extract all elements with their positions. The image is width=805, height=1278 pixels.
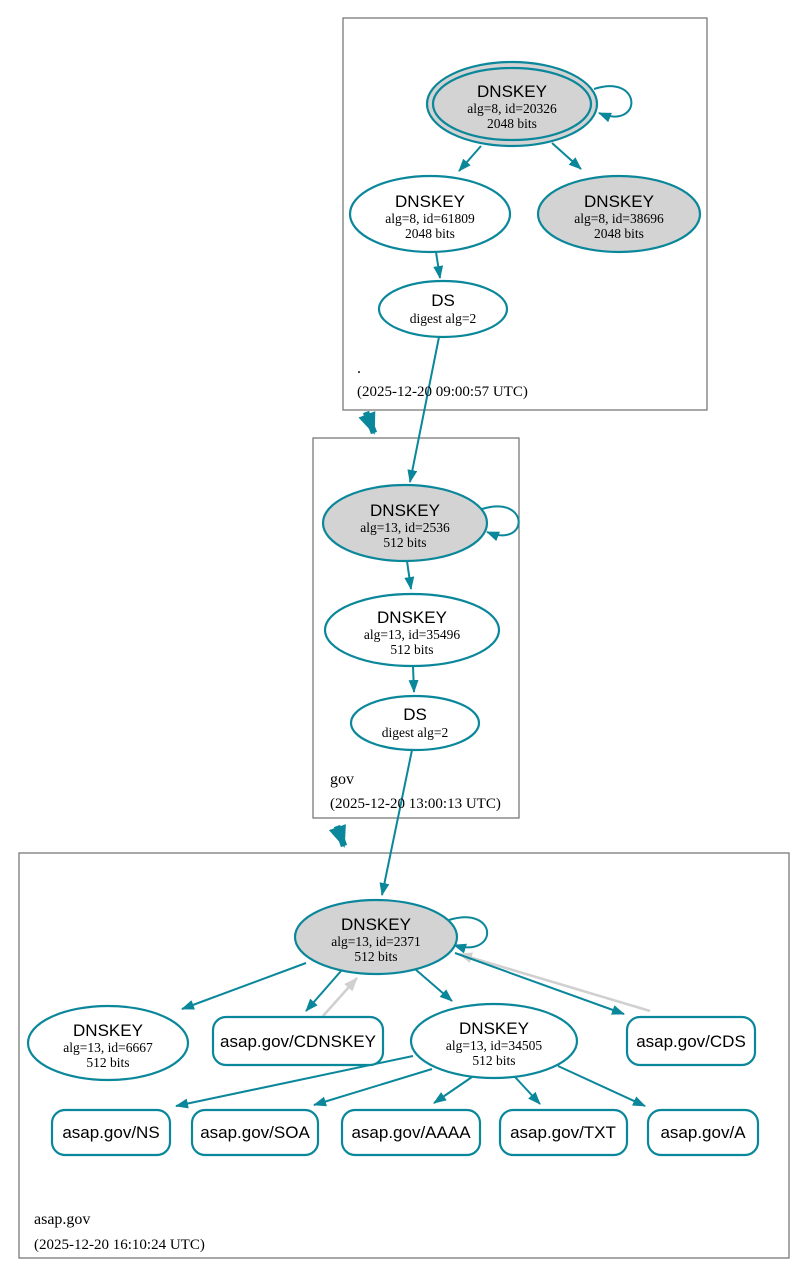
edge-root-ds-to-gov-ksk — [407, 336, 440, 483]
node-gov-ksk-dnskey-2536[interactable]: DNSKEY alg=13, id=2536 512 bits — [321, 483, 489, 563]
node-title: DNSKEY — [73, 1021, 143, 1040]
dnskey-ellipse — [321, 483, 489, 563]
node-root-ksk-dnskey-20326[interactable]: DNSKEY alg=8, id=20326 2048 bits — [425, 60, 599, 148]
edge-root-ksk-self-loop — [593, 85, 633, 123]
node-root-ds[interactable]: DS digest alg=2 — [377, 279, 509, 339]
node-detail-alg: alg=13, id=35496 — [364, 627, 460, 642]
node-root-dnskey-38696[interactable]: DNSKEY alg=8, id=38696 2048 bits — [536, 174, 702, 254]
edge-cds-to-asap-ksk — [458, 952, 651, 1013]
node-title: DNSKEY — [370, 501, 440, 520]
rrset-rect — [340, 1108, 482, 1157]
node-asap-ksk-dnskey-2371[interactable]: DNSKEY alg=13, id=2371 512 bits — [293, 898, 459, 976]
edge-root-ksk-to-key-38696 — [551, 142, 582, 170]
node-detail-alg: alg=8, id=61809 — [385, 211, 475, 226]
zone-label-root: . — [357, 360, 361, 377]
node-detail-bits: 512 bits — [390, 642, 433, 657]
node-detail-bits: 512 bits — [472, 1053, 515, 1068]
node-detail-bits: 512 bits — [383, 535, 426, 550]
rrset-rect — [211, 1015, 385, 1067]
edge-asap-ksk-self-loop — [448, 916, 489, 954]
node-asap-soa[interactable]: asap.gov/SOA — [190, 1108, 320, 1157]
ds-ellipse — [349, 694, 481, 752]
node-detail-digest: digest alg=2 — [410, 311, 476, 326]
edge-asap-ksk-to-cdnskey — [305, 970, 342, 1012]
rrset-label: asap.gov/A — [660, 1123, 746, 1142]
dnskey-ellipse — [536, 174, 702, 254]
node-detail-alg: alg=8, id=38696 — [574, 211, 664, 226]
rrset-label: asap.gov/SOA — [200, 1123, 310, 1142]
node-detail-bits: 2048 bits — [487, 116, 537, 131]
edge-gov-zone-to-asap-zone — [328, 824, 348, 848]
edge-asap-ksk-to-key-6667 — [181, 962, 307, 1010]
rrset-rect — [498, 1108, 629, 1157]
edge-asap-zsk-to-txt — [514, 1076, 541, 1105]
node-asap-zsk-dnskey-34505[interactable]: DNSKEY alg=13, id=34505 512 bits — [409, 1002, 579, 1080]
edge-root-zone-to-gov-zone — [358, 410, 378, 435]
edge-asap-zsk-to-soa — [313, 1068, 433, 1107]
node-asap-ns[interactable]: asap.gov/NS — [50, 1108, 172, 1157]
node-asap-txt[interactable]: asap.gov/TXT — [498, 1108, 629, 1157]
node-asap-cds[interactable]: asap.gov/CDS — [625, 1015, 757, 1067]
edge-asap-ksk-to-zsk — [414, 968, 453, 1002]
node-title: DNSKEY — [395, 192, 465, 211]
node-title: DNSKEY — [477, 82, 547, 101]
rrset-label: asap.gov/AAAA — [351, 1123, 471, 1142]
dnskey-ellipse-outer — [425, 60, 599, 148]
node-title: DS — [403, 705, 427, 724]
rrset-label: asap.gov/CDS — [636, 1032, 746, 1051]
edge-root-ksk-to-zsk — [458, 145, 482, 172]
node-root-zsk-dnskey-61809[interactable]: DNSKEY alg=8, id=61809 2048 bits — [348, 174, 512, 254]
node-gov-zsk-dnskey-35496[interactable]: DNSKEY alg=13, id=35496 512 bits — [323, 592, 501, 668]
rrset-rect — [50, 1108, 172, 1157]
node-detail-bits: 512 bits — [86, 1055, 129, 1070]
node-gov-ds[interactable]: DS digest alg=2 — [349, 694, 481, 752]
edge-root-zsk-to-ds — [433, 251, 444, 279]
dnskey-ellipse — [26, 1004, 190, 1082]
ds-ellipse — [377, 279, 509, 339]
node-title: DNSKEY — [341, 915, 411, 934]
dnskey-ellipse — [348, 174, 512, 254]
edge-asap-ksk-to-cds — [454, 952, 625, 1015]
rrset-label: asap.gov/CDNSKEY — [220, 1032, 376, 1051]
zone-label-asap-gov: asap.gov — [34, 1211, 90, 1228]
node-detail-digest: digest alg=2 — [382, 725, 448, 740]
node-asap-aaaa[interactable]: asap.gov/AAAA — [340, 1108, 482, 1157]
rrset-rect — [190, 1108, 320, 1157]
zone-label-gov: gov — [330, 771, 354, 788]
dnskey-ellipse-inner — [431, 66, 593, 142]
node-detail-alg: alg=13, id=34505 — [446, 1038, 542, 1053]
node-title: DNSKEY — [459, 1019, 529, 1038]
rrset-label: asap.gov/TXT — [510, 1123, 616, 1142]
dnskey-ellipse — [293, 898, 459, 976]
rrset-label: asap.gov/NS — [62, 1123, 159, 1142]
dnskey-ellipse — [409, 1002, 579, 1080]
dnskey-ellipse — [323, 592, 501, 668]
edge-asap-zsk-to-aaaa — [433, 1076, 473, 1104]
edge-gov-ksk-to-zsk — [404, 560, 415, 590]
node-detail-bits: 2048 bits — [594, 226, 644, 241]
node-detail-alg: alg=13, id=6667 — [63, 1040, 153, 1055]
node-detail-alg: alg=8, id=20326 — [467, 101, 557, 116]
node-asap-dnskey-6667[interactable]: DNSKEY alg=13, id=6667 512 bits — [26, 1004, 190, 1082]
node-detail-alg: alg=13, id=2371 — [331, 934, 420, 949]
node-title: DNSKEY — [584, 192, 654, 211]
zone-timestamp-asap-gov: (2025-12-20 16:10:24 UTC) — [34, 1237, 205, 1253]
node-asap-a[interactable]: asap.gov/A — [646, 1108, 760, 1157]
rrset-rect — [646, 1108, 760, 1157]
node-detail-bits: 512 bits — [354, 949, 397, 964]
node-asap-cdnskey[interactable]: asap.gov/CDNSKEY — [211, 1015, 385, 1067]
edge-asap-zsk-to-a — [557, 1065, 646, 1107]
node-detail-bits: 2048 bits — [405, 226, 455, 241]
edge-gov-zsk-to-ds — [408, 665, 419, 693]
edge-gov-ds-to-asap-ksk — [379, 749, 413, 896]
node-title: DNSKEY — [377, 608, 447, 627]
rrset-rect — [625, 1015, 757, 1067]
node-title: DS — [431, 291, 455, 310]
zone-timestamp-root: (2025-12-20 09:00:57 UTC) — [357, 384, 528, 400]
edge-cdnskey-to-asap-ksk — [322, 977, 358, 1017]
node-detail-alg: alg=13, id=2536 — [360, 520, 450, 535]
zone-timestamp-gov: (2025-12-20 13:00:13 UTC) — [330, 796, 501, 812]
edge-gov-ksk-self-loop — [481, 505, 520, 542]
